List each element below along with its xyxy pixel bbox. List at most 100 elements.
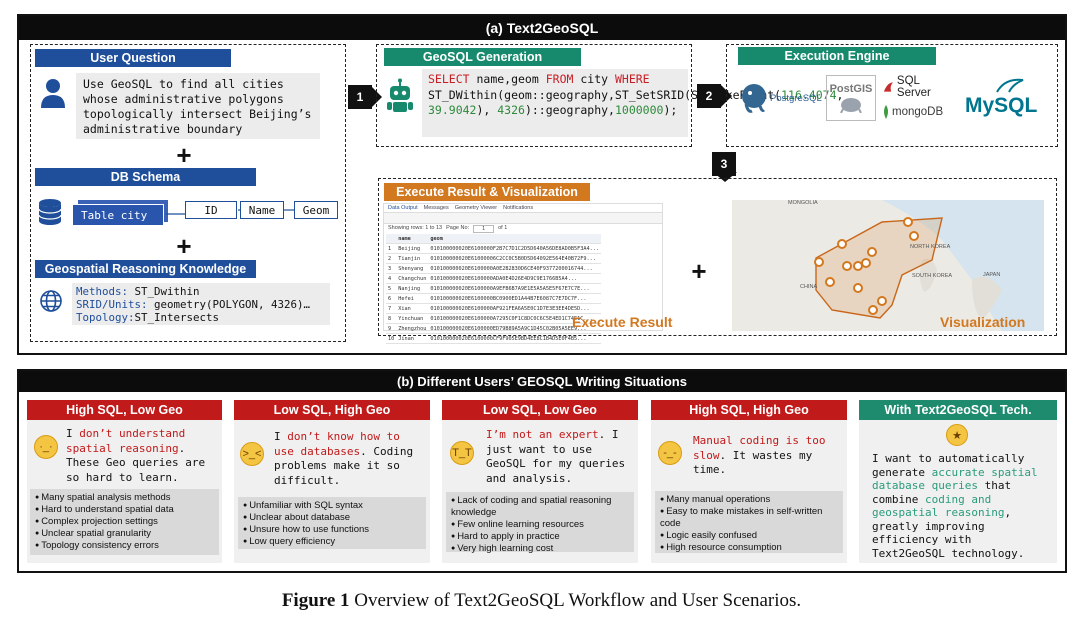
- card-header: High SQL, High Geo: [651, 400, 847, 420]
- map-label-north-korea: NORTH KOREA: [910, 244, 951, 250]
- engine-header: Execution Engine: [738, 47, 936, 65]
- step-2-badge: 2: [697, 84, 721, 108]
- user-question-header: User Question: [35, 49, 231, 67]
- plus-icon: +: [176, 140, 192, 170]
- card-bullets: Many spatial analysis methods Hard to un…: [30, 489, 219, 555]
- panel-a: [17, 14, 1067, 355]
- map-canvas: [814, 200, 1044, 331]
- panel-b: [17, 369, 1067, 573]
- star-eyes-face-icon: ★: [946, 424, 968, 446]
- inputs-group: [30, 44, 346, 342]
- bullet-item: Unfamiliar with SQL syntax: [243, 500, 421, 512]
- figure-caption: Figure 1 Overview of Text2GeoSQL Workflo…: [281, 590, 802, 611]
- bullet-item: Low query efficiency: [243, 536, 421, 548]
- knowledge-box: Methods: ST_Dwithin SRID/Units: geometry…: [72, 283, 330, 325]
- card-header: With Text2GeoSQL Tech.: [859, 400, 1057, 420]
- plus-icon: +: [176, 231, 192, 261]
- card-header: High SQL, Low Geo: [27, 400, 222, 420]
- bullet-item: Unclear spatial granularity: [35, 528, 214, 540]
- bullet-item: Topology consistency errors: [35, 540, 214, 552]
- schema-column-id: ID: [185, 201, 237, 219]
- card-quote: I don’t understand spatial reasoning. Th…: [66, 427, 206, 484]
- sql-code: SELECT name,geom FROM city WHERE ST_DWit…: [422, 69, 843, 137]
- bullet-item: Few online learning resources: [451, 519, 629, 531]
- bullet-item: Many spatial analysis methods: [35, 492, 214, 504]
- geosql-group: [376, 44, 692, 147]
- schema-column-name: Name: [240, 201, 284, 219]
- result-tabs: Data Output Messages Geometry Viewer Not…: [384, 204, 662, 213]
- sqlserver-logo: SQL Server: [882, 75, 952, 99]
- knowledge-line-methods: Methods: ST_Dwithin: [76, 285, 200, 298]
- page-label: Page No:: [446, 225, 470, 231]
- schema-column-geom: Geom: [294, 201, 338, 219]
- map-label-japan: JAPAN: [983, 272, 1001, 278]
- result-toolbar: [384, 213, 662, 224]
- knowledge-line-topology: Topology:ST_Intersects: [76, 311, 220, 324]
- card-header: Low SQL, Low Geo: [442, 400, 638, 420]
- result-header: Execute Result & Visualization: [384, 183, 590, 201]
- user-question-text: Use GeoSQL to find all cities whose admi…: [76, 73, 320, 139]
- card-header: Low SQL, High Geo: [234, 400, 430, 420]
- tab-geometry-viewer[interactable]: Geometry Viewer: [454, 205, 498, 211]
- bullet-item: Many manual operations: [660, 494, 838, 506]
- execute-result-label: Execute Result: [572, 314, 673, 330]
- mongodb-logo: mongoDB: [882, 104, 956, 120]
- user-icon: [40, 78, 66, 108]
- map-view: MONGOLIA NORTH KOREA SOUTH KOREA CHINA J…: [732, 200, 1044, 331]
- bullet-item: Complex projection settings: [35, 516, 214, 528]
- postgresql-logo: PostgreSQL: [740, 78, 824, 118]
- sighing-face-icon: -_-: [658, 441, 682, 465]
- mysql-logo: MySQL: [965, 76, 1037, 124]
- bullet-item: Very high learning cost: [451, 543, 629, 555]
- tab-messages[interactable]: Messages: [423, 205, 449, 211]
- postgis-logo: PostGIS: [826, 75, 876, 121]
- card-quote: I want to automatically generate accurat…: [872, 452, 1038, 560]
- worried-face-icon: ·_·: [34, 435, 58, 459]
- bullet-item: Hard to apply in practice: [451, 531, 629, 543]
- tab-data-output[interactable]: Data Output: [388, 205, 418, 211]
- card-quote: Manual coding is too slow. It wastes my …: [693, 434, 826, 476]
- robot-icon: [385, 78, 415, 114]
- map-label-south-korea: SOUTH KOREA: [912, 273, 953, 279]
- visualization-label: Visualization: [940, 314, 1026, 330]
- panel-b-title: (b) Different Users’ GEOSQL Writing Situ…: [19, 371, 1065, 392]
- bullet-item: High resource consumption: [660, 542, 838, 554]
- db-schema-header: DB Schema: [35, 168, 256, 186]
- database-icon: [37, 198, 63, 226]
- result-group: [378, 178, 1057, 336]
- panel-a-title: (a) Text2GeoSQL: [19, 16, 1065, 40]
- frustrated-face-icon: >_<: [240, 442, 264, 466]
- schema-table: Table city: [72, 204, 164, 226]
- crying-face-icon: T_T: [450, 441, 474, 465]
- card-bullets: Unfamiliar with SQL syntax Unclear about…: [238, 497, 426, 549]
- knowledge-line-srid: SRID/Units: geometry(POLYGON, 4326)…: [76, 298, 311, 311]
- bullet-item: Lack of coding and spatial reasoning kno…: [451, 495, 629, 519]
- step-1-badge: 1: [348, 85, 372, 109]
- result-window: Data Output Messages Geometry Viewer Not…: [383, 203, 663, 344]
- page-total: of 1: [498, 225, 508, 231]
- page-input[interactable]: 1: [473, 225, 495, 233]
- globe-icon: [39, 289, 63, 313]
- arrow-down-icon: [713, 172, 737, 182]
- card-quote: I don’t know how to use databases. Codin…: [274, 430, 414, 487]
- rows-info: Showing rows: 1 to 13: [388, 225, 443, 231]
- engine-group: [726, 44, 1058, 147]
- tab-notifications[interactable]: Notifications: [503, 205, 534, 211]
- bullet-item: Unsure how to use functions: [243, 524, 421, 536]
- card-bullets: Many manual operations Easy to make mist…: [655, 491, 843, 553]
- geosql-header: GeoSQL Generation: [384, 48, 581, 66]
- knowledge-header: Geospatial Reasoning Knowledge: [35, 260, 256, 278]
- map-label-china: CHINA: [800, 284, 818, 290]
- card-quote: I’m not an expert. I just want to use Ge…: [486, 428, 626, 485]
- plus-icon: +: [691, 256, 707, 286]
